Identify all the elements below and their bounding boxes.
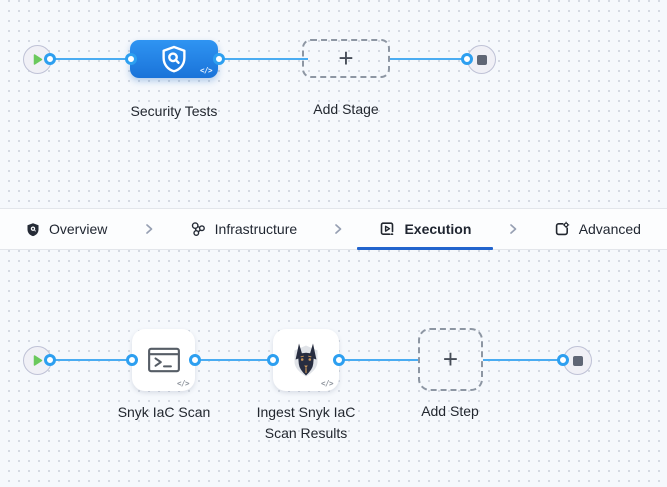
add-stage-button[interactable]: + [302, 39, 390, 78]
stage-port[interactable] [461, 53, 473, 65]
execution-icon [379, 221, 395, 237]
step-label: Ingest Snyk IaC Scan Results [256, 404, 356, 441]
shield-icon [26, 222, 40, 237]
play-icon [30, 52, 45, 67]
plus-icon: + [338, 42, 354, 73]
step-node-snyk-iac-scan[interactable]: </> [132, 329, 195, 391]
snyk-dog-icon [289, 342, 323, 378]
stop-icon [572, 355, 583, 366]
step-port[interactable] [44, 354, 56, 366]
stage-tab-bar: Overview Infrastructure [0, 208, 667, 250]
stage-port[interactable] [125, 53, 137, 65]
plus-icon: + [442, 343, 459, 374]
stop-icon [476, 54, 487, 65]
shield-scan-icon [159, 44, 189, 74]
step-edge [44, 359, 136, 361]
tab-label: Overview [49, 221, 108, 237]
code-badge: </> [176, 379, 190, 388]
step-edge [189, 359, 279, 361]
chevron-right-icon [332, 223, 344, 235]
chevron-right-icon [143, 223, 155, 235]
add-step-label: Add Step [421, 403, 479, 419]
stage-port[interactable] [44, 53, 56, 65]
tab-advanced[interactable]: Advanced [530, 209, 665, 249]
step-port[interactable] [557, 354, 569, 366]
step-label: Snyk IaC Scan [117, 404, 211, 420]
terminal-icon [147, 345, 181, 375]
tab-infrastructure[interactable]: Infrastructure [166, 209, 321, 249]
step-port[interactable] [189, 354, 201, 366]
stage-node-security-tests[interactable]: </> [130, 40, 218, 78]
stage-edge [44, 58, 134, 60]
code-badge: </> [199, 66, 213, 75]
chevron-right-icon [507, 223, 519, 235]
add-step-button[interactable]: + [418, 328, 483, 391]
infrastructure-icon [190, 221, 206, 237]
step-edge [483, 359, 563, 361]
tab-label: Advanced [578, 221, 641, 237]
step-port[interactable] [333, 354, 345, 366]
stage-edge [213, 58, 308, 60]
step-port[interactable] [126, 354, 138, 366]
add-stage-label: Add Stage [313, 101, 379, 117]
stage-port[interactable] [213, 53, 225, 65]
tab-overview[interactable]: Overview [2, 209, 131, 249]
stage-label: Security Tests [130, 103, 218, 119]
stage-edge [390, 58, 467, 60]
tab-label: Execution [404, 221, 472, 237]
step-start-node[interactable] [23, 346, 52, 375]
tab-execution[interactable]: Execution [355, 209, 495, 250]
code-badge: </> [320, 379, 334, 388]
advanced-icon [554, 221, 570, 237]
step-node-ingest-snyk-iac-scan-results[interactable]: </> [273, 329, 339, 391]
step-edge [333, 359, 418, 361]
tab-label: Infrastructure [214, 221, 298, 237]
play-icon [30, 353, 45, 368]
step-port[interactable] [267, 354, 279, 366]
